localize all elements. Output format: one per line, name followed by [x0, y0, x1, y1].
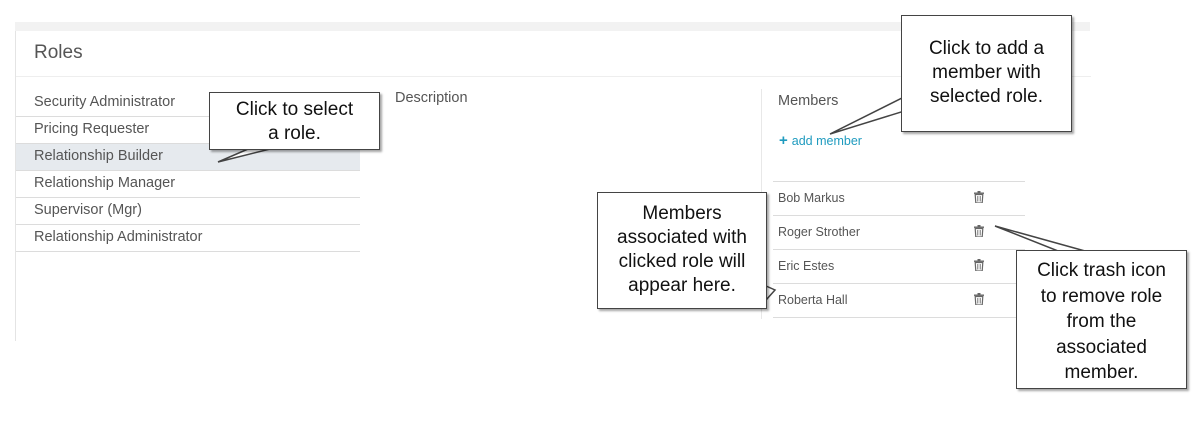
member-name: Roger Strother — [778, 225, 860, 239]
member-name: Eric Estes — [778, 259, 835, 273]
roles-list: Security Administrator Pricing Requester… — [16, 90, 360, 252]
callout-line: selected role. — [929, 86, 1043, 107]
callout-trash: Click trash icon to remove role from the… — [1016, 250, 1187, 389]
callout-line: associated — [1056, 336, 1147, 358]
role-item-relationship-manager[interactable]: Relationship Manager — [16, 171, 360, 198]
member-name: Bob Markus — [778, 191, 845, 205]
page-title: Roles — [34, 42, 83, 63]
member-row: Roger Strother — [773, 216, 1025, 250]
member-row: Roberta Hall — [773, 284, 1025, 318]
callout-line: Click trash icon — [1037, 260, 1166, 281]
add-member-link[interactable]: +add member — [779, 132, 862, 149]
callout-line: Members — [642, 203, 722, 224]
callout-line: Click to add a — [928, 38, 1045, 59]
callout-line: from the — [1066, 311, 1137, 332]
plus-icon: + — [779, 132, 788, 149]
callout-line: member. — [1064, 362, 1139, 383]
add-member-label: add member — [791, 134, 862, 148]
role-item-pricing-requester[interactable]: Pricing Requester — [16, 117, 360, 144]
description-label: Description — [395, 90, 468, 106]
member-row: Bob Markus — [773, 182, 1025, 216]
trash-icon[interactable] — [974, 293, 984, 305]
callout-line: a role. — [268, 123, 321, 144]
member-row: Eric Estes — [773, 250, 1025, 284]
callout-select-role: Click to select a role. — [209, 92, 380, 150]
member-name: Roberta Hall — [778, 293, 848, 307]
members-table: Bob Markus Roger Strother Eric Estes Rob… — [773, 181, 1025, 318]
callout-line: appear here. — [628, 275, 736, 296]
role-item-security-administrator[interactable]: Security Administrator — [16, 90, 360, 117]
callout-add-member: Click to add a member with selected role… — [901, 15, 1072, 132]
callout-line: clicked role will — [618, 251, 746, 272]
trash-icon[interactable] — [974, 225, 984, 237]
callout-line: to remove role — [1040, 285, 1163, 307]
members-label: Members — [778, 93, 839, 109]
callout-members-list: Members associated with clicked role wil… — [597, 192, 767, 309]
trash-icon[interactable] — [974, 259, 984, 271]
callout-line: associated with — [617, 227, 747, 248]
callout-line: Click to select — [235, 99, 354, 120]
role-item-relationship-administrator[interactable]: Relationship Administrator — [16, 225, 360, 252]
callout-line: member with — [932, 62, 1041, 83]
top-bar — [15, 22, 1090, 31]
role-item-supervisor-mgr[interactable]: Supervisor (Mgr) — [16, 198, 360, 225]
trash-icon[interactable] — [974, 191, 984, 203]
panel-header: Roles — [16, 31, 1091, 77]
roles-panel: Roles Security Administrator Pricing Req… — [15, 31, 1091, 341]
